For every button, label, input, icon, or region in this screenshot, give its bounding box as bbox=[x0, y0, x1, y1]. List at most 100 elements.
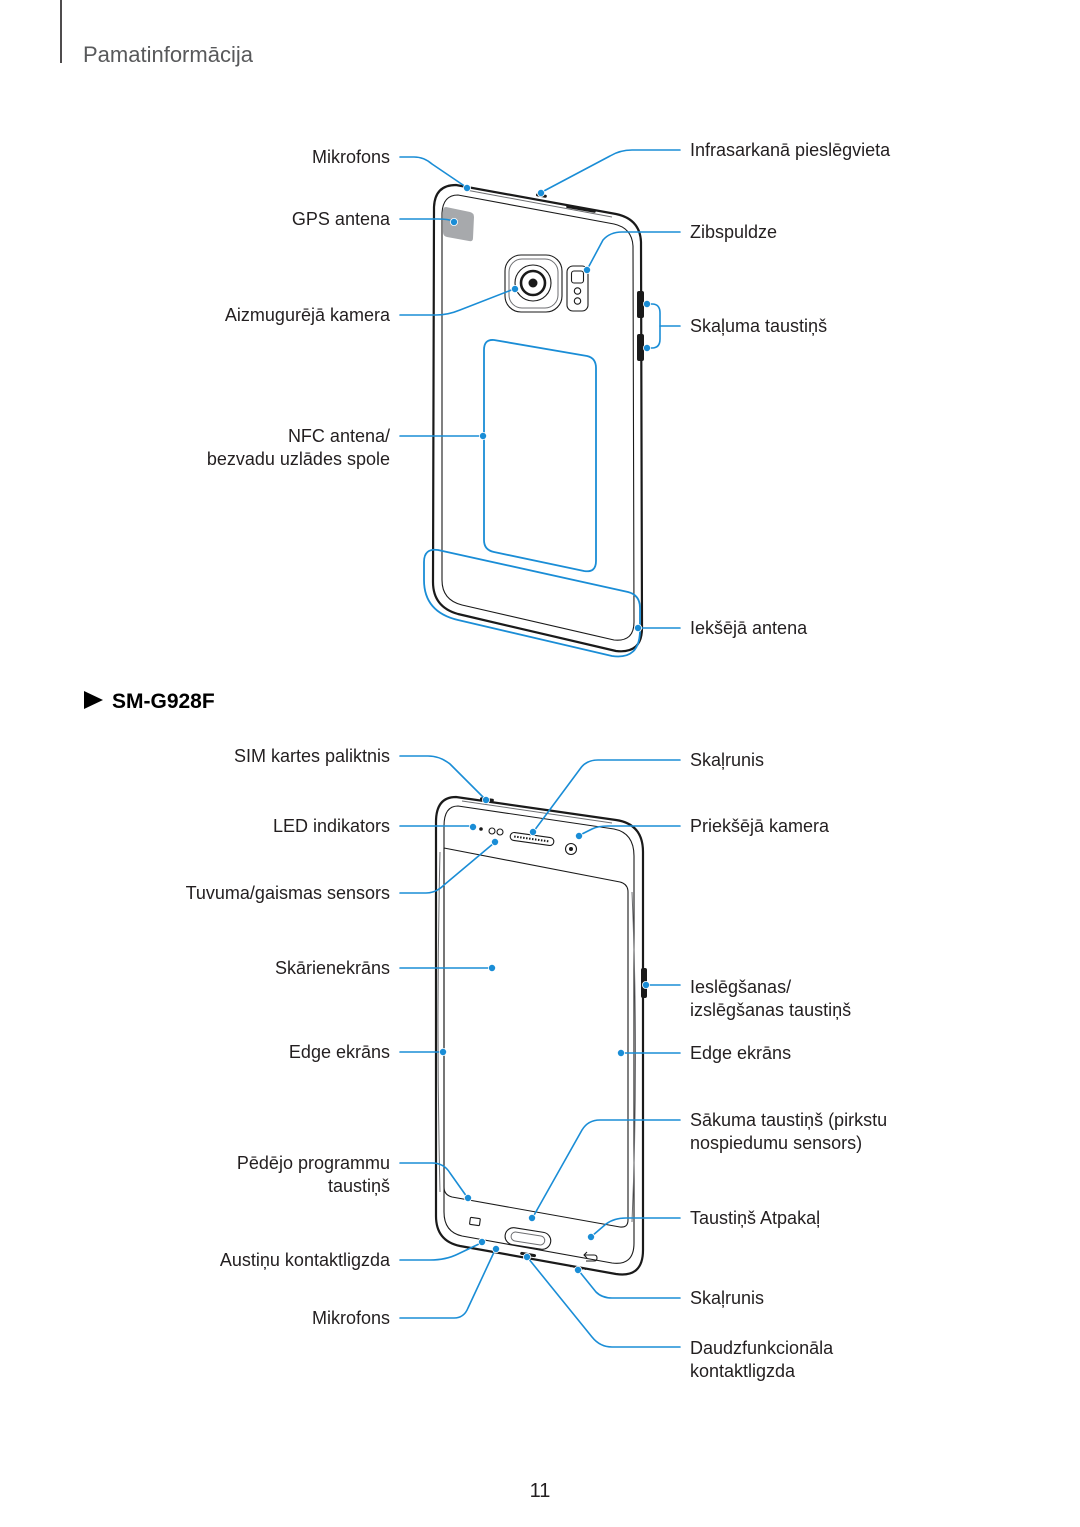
callout-internal-antenna bbox=[634, 624, 681, 633]
edge-screen-left-highlight bbox=[437, 851, 441, 1193]
label-multipurpose-jack-line2: kontaktligzda bbox=[690, 1361, 796, 1381]
callout-power-key bbox=[642, 981, 681, 990]
label-recent-apps-key-line2: taustiņš bbox=[328, 1176, 390, 1196]
label-power-key-line2: izslēgšanas taustiņš bbox=[690, 1000, 851, 1020]
callout-dot bbox=[491, 1245, 500, 1254]
callout-dot bbox=[462, 183, 471, 192]
callout-line bbox=[578, 1270, 681, 1299]
callout-dot bbox=[642, 981, 651, 990]
camera-lens-center bbox=[528, 278, 538, 288]
callout-earpiece-speaker bbox=[529, 759, 681, 837]
callout-dot bbox=[481, 796, 490, 805]
callout-line bbox=[399, 842, 495, 894]
callout-edge-screen-right bbox=[617, 1049, 681, 1058]
callout-dot bbox=[643, 299, 652, 308]
callout-line bbox=[399, 1242, 482, 1261]
label-flash: Zibspuldze bbox=[690, 222, 777, 242]
rear-camera-module bbox=[504, 254, 563, 313]
callout-dot bbox=[478, 431, 487, 440]
volume-down-key bbox=[637, 334, 644, 361]
label-sim-tray: SIM kartes paliktnis bbox=[234, 746, 390, 766]
triangle-right-icon bbox=[84, 691, 103, 709]
recent-apps-key-icon bbox=[469, 1216, 481, 1227]
camera-lens bbox=[519, 269, 547, 297]
label-nfc-coil-line2: bezvadu uzlādes spole bbox=[207, 449, 390, 469]
label-microphone-back: Mikrofons bbox=[312, 147, 390, 167]
back-key-icon bbox=[583, 1251, 598, 1262]
callout-dot bbox=[438, 1048, 447, 1057]
home-key bbox=[504, 1227, 552, 1250]
callout-dot bbox=[617, 1049, 626, 1058]
led-dot bbox=[479, 827, 483, 831]
callout-dot bbox=[587, 1233, 596, 1242]
label-home-key-line2: nospiedumu sensors) bbox=[690, 1133, 862, 1153]
callout-home-key bbox=[528, 1119, 681, 1223]
proximity-sensor bbox=[488, 827, 496, 835]
front-camera-lens-center bbox=[569, 847, 573, 851]
callout-line bbox=[591, 1217, 681, 1237]
label-power-key-line1: Ieslēgšanas/ bbox=[690, 977, 791, 997]
callout-speaker bbox=[574, 1266, 681, 1299]
callout-line bbox=[527, 1257, 681, 1348]
top-edge-slot bbox=[566, 205, 596, 213]
callout-nfc-coil bbox=[399, 431, 487, 440]
internal-antenna-outline bbox=[423, 548, 641, 658]
section-model-title: SM-G928F bbox=[112, 690, 215, 713]
label-back-key: Taustiņš Atpakaļ bbox=[690, 1208, 820, 1228]
callout-dot bbox=[574, 1266, 583, 1275]
phone-back-illustration bbox=[423, 183, 644, 658]
callout-line bbox=[399, 1249, 496, 1319]
callout-dot bbox=[477, 1238, 486, 1247]
callout-dot bbox=[528, 1214, 537, 1223]
callout-ir-blaster bbox=[537, 149, 681, 197]
callout-dot bbox=[510, 284, 519, 293]
camera-housing-inner bbox=[508, 258, 559, 309]
label-nfc-coil-line1: NFC antena/ bbox=[288, 426, 390, 446]
callout-microphone-back bbox=[399, 156, 471, 192]
camera-housing bbox=[504, 254, 563, 313]
callout-line bbox=[399, 1162, 468, 1198]
phone-front-top-rim bbox=[461, 800, 613, 824]
callout-line bbox=[532, 1119, 681, 1218]
label-recent-apps-key-line1: Pēdējo programmu bbox=[237, 1153, 390, 1173]
callout-sim-tray bbox=[399, 755, 490, 805]
earpiece-grill-holes bbox=[514, 835, 550, 843]
callout-gps-antenna bbox=[399, 217, 458, 226]
phone-front-body bbox=[434, 795, 645, 1276]
label-volume-keys: Skaļuma taustiņš bbox=[690, 316, 827, 336]
flash-led bbox=[570, 270, 585, 284]
callout-dot bbox=[643, 343, 652, 352]
callout-dot bbox=[523, 1253, 532, 1262]
gps-antenna-area bbox=[443, 207, 474, 242]
phone-back-frame bbox=[441, 194, 635, 641]
flash-module bbox=[566, 265, 589, 312]
volume-up-key bbox=[637, 291, 644, 318]
label-internal-antenna: Iekšējā antena bbox=[690, 618, 808, 638]
label-earphone-jack: Austiņu kontaktligzda bbox=[220, 1250, 391, 1270]
callout-microphone-front bbox=[399, 1245, 500, 1319]
phone-front-illustration bbox=[434, 795, 647, 1276]
page-header-title: Pamatinformācija bbox=[83, 42, 254, 67]
callout-back-key bbox=[587, 1217, 681, 1242]
label-rear-camera: Aizmugurējā kamera bbox=[225, 305, 391, 325]
callout-rear-camera bbox=[399, 284, 519, 316]
display-area bbox=[443, 847, 629, 1228]
callout-line bbox=[533, 759, 681, 832]
label-speaker: Skaļrunis bbox=[690, 1288, 764, 1308]
phone-back-body bbox=[431, 183, 644, 653]
flash-housing bbox=[566, 265, 589, 312]
phone-front-frame bbox=[443, 805, 635, 1264]
label-edge-screen-right: Edge ekrāns bbox=[690, 1043, 791, 1063]
callout-proximity-light-sensor bbox=[399, 838, 499, 894]
label-gps-antenna: GPS antena bbox=[292, 209, 391, 229]
label-edge-screen-left: Edge ekrāns bbox=[289, 1042, 390, 1062]
sensor-window bbox=[573, 287, 582, 295]
callout-touchscreen bbox=[399, 964, 496, 973]
callout-dot bbox=[529, 828, 538, 837]
callout-earphone-jack bbox=[399, 1238, 486, 1261]
label-ir-blaster: Infrasarkanā pieslēgvieta bbox=[690, 140, 891, 160]
callout-bracket bbox=[646, 303, 661, 349]
callout-volume-keys bbox=[643, 299, 681, 352]
callout-recent-apps-key bbox=[399, 1162, 472, 1203]
